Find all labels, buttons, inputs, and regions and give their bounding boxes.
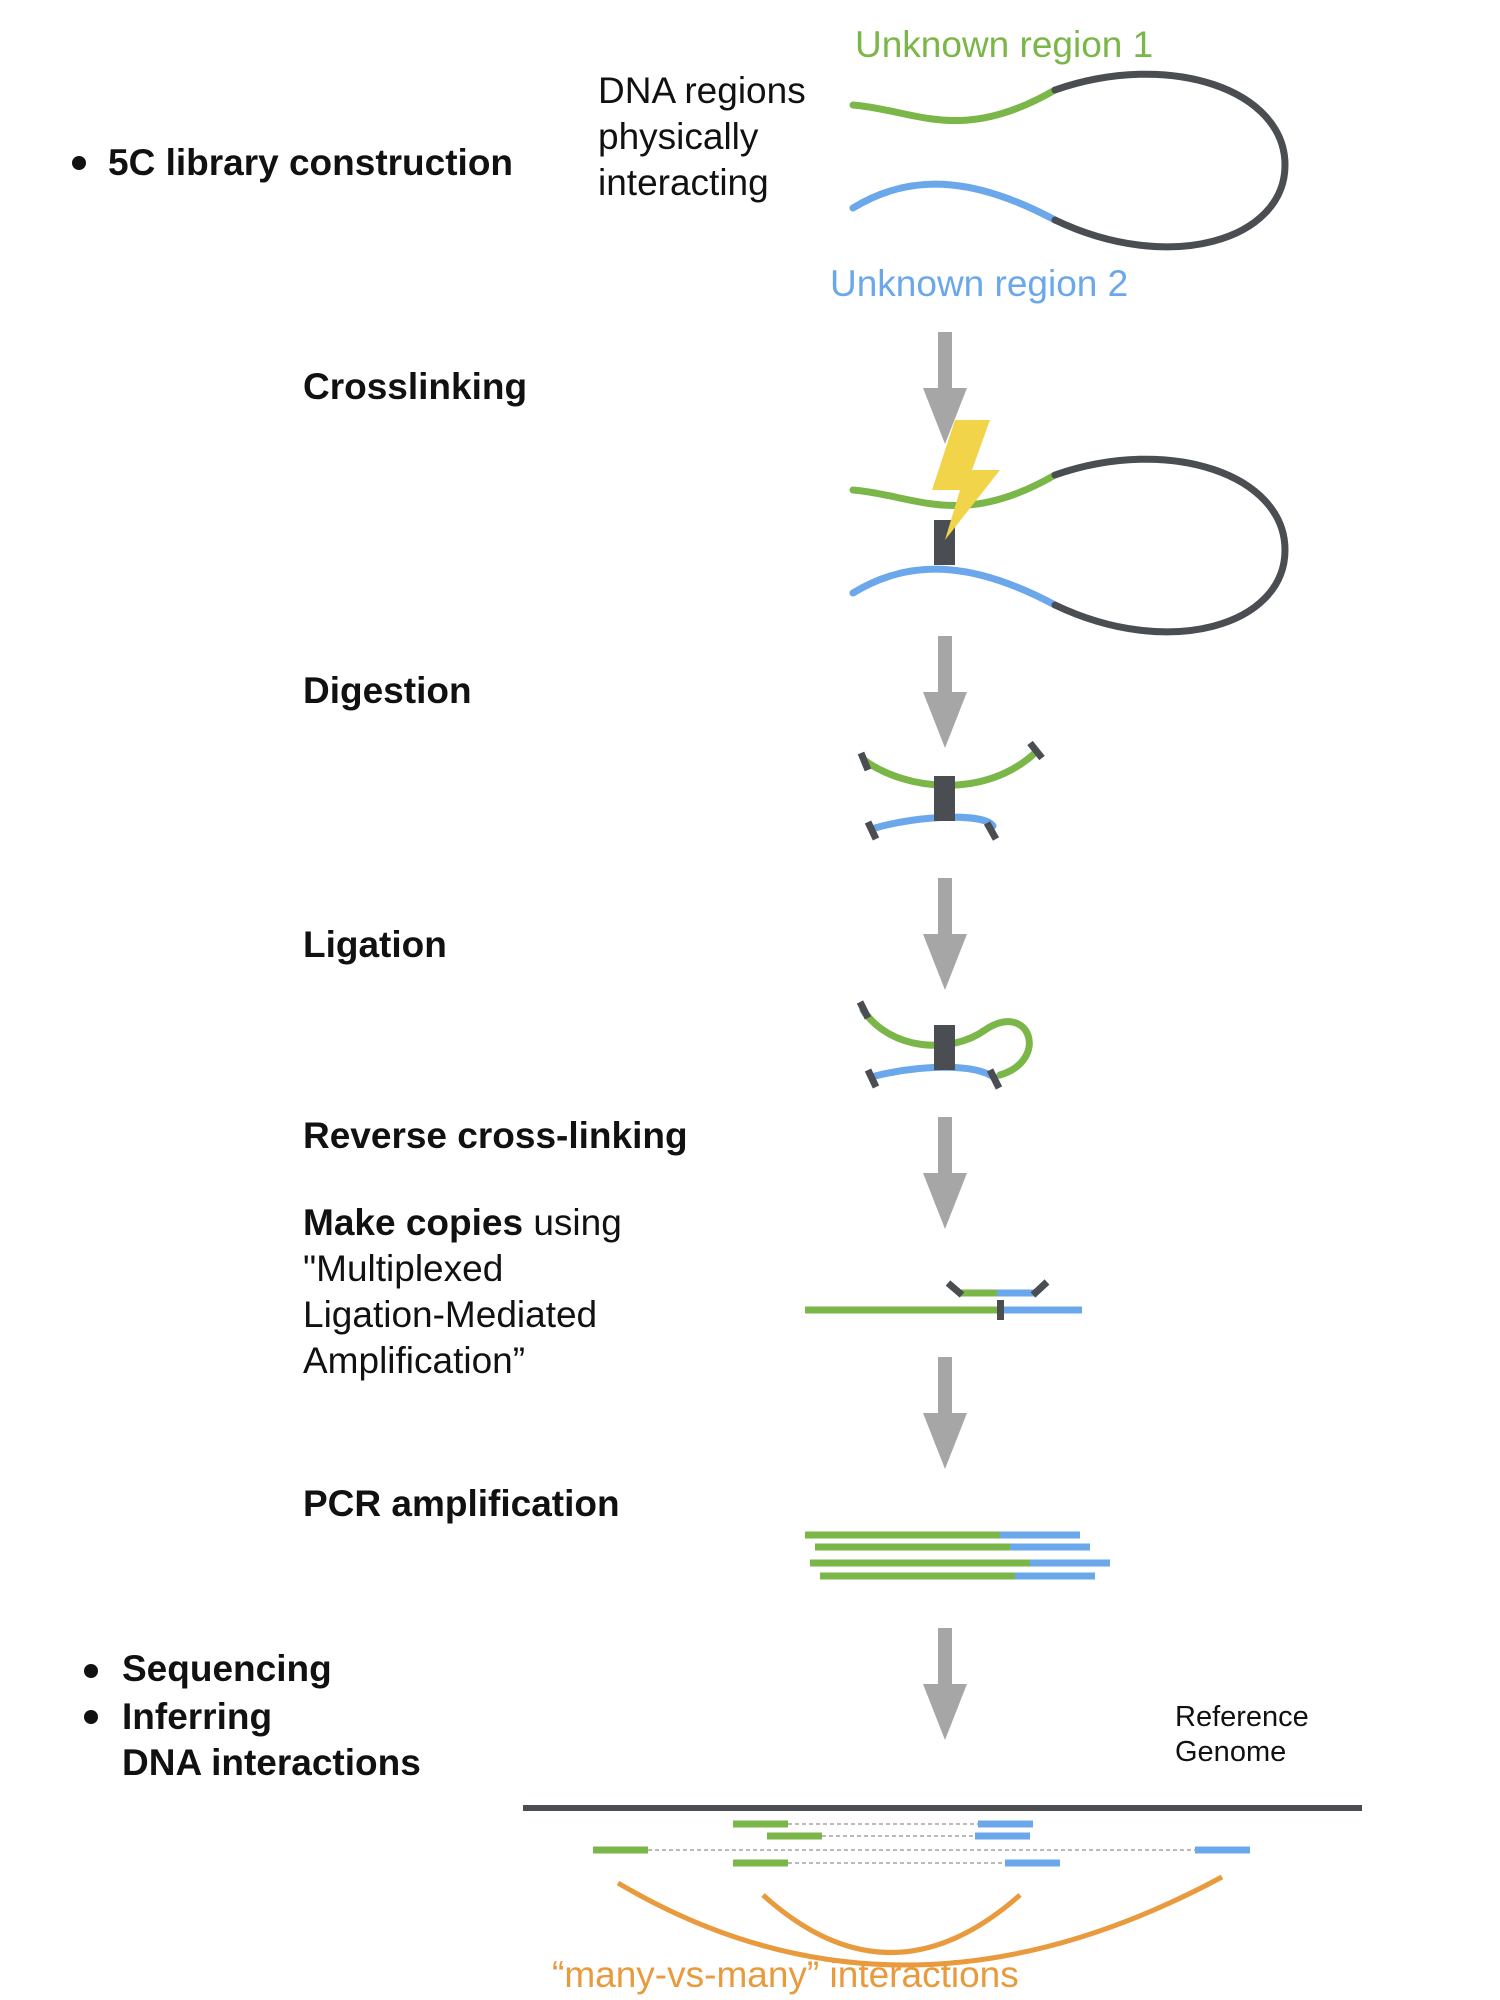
make-copies-line3: Ligation-Mediated (303, 1294, 598, 1335)
copy-probes (805, 1279, 1082, 1320)
ref-line2: Genome (1175, 1736, 1287, 1768)
lig-end-2 (864, 1068, 880, 1089)
interaction-arc-inner (761, 1893, 1022, 1955)
dna-loop-initial (849, 70, 1289, 251)
label-region2: Unknown region 2 (830, 263, 1129, 304)
arrow-6 (923, 1628, 967, 1740)
cut-end-1 (857, 751, 872, 772)
step-ligation: Ligation (303, 924, 447, 965)
make-copies-using: using (523, 1202, 622, 1243)
arrow-5 (923, 1357, 967, 1469)
dna-line1: DNA regions (598, 70, 806, 111)
cut-end-4 (983, 821, 1000, 841)
label-many-vs-many: “many-vs-many” interactions (552, 1954, 1019, 1995)
step-make-copies: Make copies using "Multiplexed Ligation-… (303, 1200, 622, 1384)
genome-mapping (523, 1805, 1362, 1968)
region1-strand-xl (849, 471, 1059, 510)
arrow-3 (923, 878, 967, 990)
make-copies-bold: Make copies (303, 1202, 524, 1243)
cut-end-3 (864, 820, 880, 841)
region2-strand-xl (849, 565, 1059, 609)
label-region1: Unknown region 1 (855, 24, 1154, 65)
make-copies-line2: "Multiplexed (303, 1248, 504, 1289)
ligated-block (934, 1025, 955, 1070)
inferring-line2: DNA interactions (122, 1742, 421, 1783)
ligated-green (859, 1006, 1033, 1079)
label-reference-genome: Reference Genome (1175, 1700, 1309, 1770)
ref-line1: Reference (1175, 1701, 1309, 1733)
dna-loop-crosslinked (849, 420, 1289, 636)
make-copies-line4: Amplification” (303, 1340, 526, 1381)
step-pcr: PCR amplification (303, 1483, 620, 1524)
arrow-2 (923, 636, 967, 748)
digested-fragments (857, 740, 1045, 841)
loop-strand-xl (1051, 455, 1289, 636)
ligated-fragments (856, 1000, 1033, 1090)
step-crosslinking: Crosslinking (303, 366, 528, 407)
region1-strand (849, 86, 1059, 125)
step-digestion: Digestion (303, 670, 472, 711)
dna-line3: interacting (598, 162, 769, 203)
copy-tail-right (1030, 1279, 1050, 1298)
lig-end-3 (986, 1068, 1003, 1090)
step-inferring: Inferring DNA interactions (122, 1694, 421, 1786)
step-reverse-crosslinking: Reverse cross-linking (303, 1115, 688, 1156)
dna-line2: physically (598, 116, 759, 157)
step-library-construction: 5C library construction (108, 142, 514, 183)
bullet-sequencing (84, 1664, 98, 1678)
label-dna-interacting: DNA regions physically interacting (598, 68, 806, 206)
cut-end-2 (1027, 740, 1045, 761)
inferring-line1: Inferring (122, 1696, 273, 1737)
bullet-inferring (84, 1710, 98, 1724)
pcr-products (805, 1531, 1110, 1580)
lightning-bolt-icon (932, 420, 1000, 540)
interaction-arc-outer (616, 1874, 1224, 1968)
loop-strand (1051, 70, 1289, 251)
region2-strand (849, 180, 1059, 224)
arrow-4 (923, 1117, 967, 1229)
copy-tail-left (945, 1280, 965, 1298)
lig-end-1 (856, 1000, 872, 1020)
digested-block (934, 776, 955, 821)
bullet-library-construction (72, 156, 86, 170)
copy-junction (997, 1300, 1004, 1320)
step-sequencing: Sequencing (122, 1648, 332, 1689)
